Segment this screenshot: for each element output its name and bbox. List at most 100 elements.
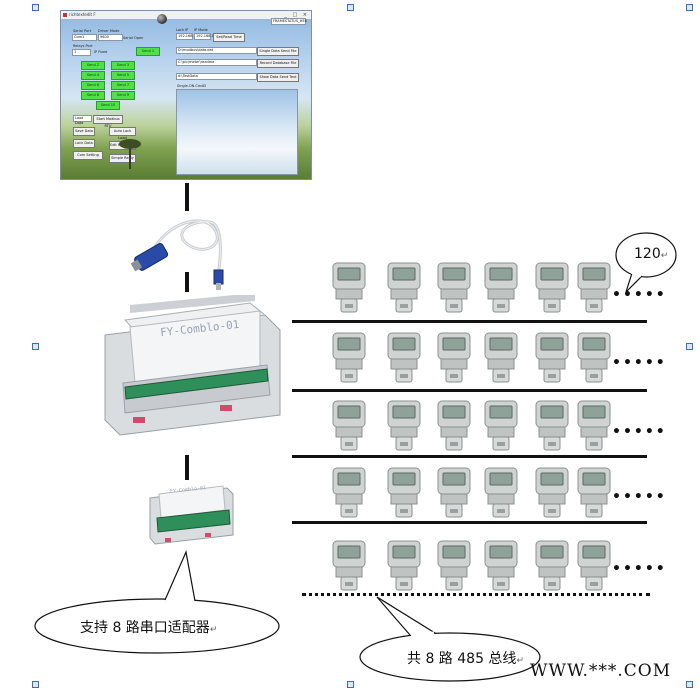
driver-mode-field[interactable]: 9600 <box>98 34 123 41</box>
callout-adapter-bubble <box>34 549 280 654</box>
meter-r4-c4 <box>482 467 520 519</box>
selection-handle-top-center <box>347 4 354 11</box>
meter-r4-c6 <box>575 467 613 519</box>
meter-r3-c1 <box>330 400 368 452</box>
green-button-7[interactable]: Send 7 <box>111 81 135 90</box>
load-data-field[interactable]: Load Data <box>73 115 92 125</box>
meter-r1-c6 <box>575 262 613 314</box>
meter-r3-c3 <box>435 400 473 452</box>
meter-r2-c1 <box>330 332 368 384</box>
tree-canopy <box>119 139 141 149</box>
auto-lock-button[interactable]: Auto Lock Load <box>109 127 136 140</box>
lock-data-button[interactable]: Lock Data <box>73 139 95 148</box>
simple-reply-button[interactable]: Simple Reply <box>109 154 136 163</box>
selection-handle-bottom-left <box>32 681 39 688</box>
meter-r5-c3 <box>435 540 473 592</box>
meter-r2-c2 <box>385 332 423 384</box>
meter-r4-c3 <box>435 467 473 519</box>
label-lock-ip: Lock IP <box>176 28 189 32</box>
text-header: Single.ON.CmdD <box>177 84 207 88</box>
green-button-10[interactable]: Send 10 <box>96 101 120 110</box>
meter-r2-c6 <box>575 332 613 384</box>
meter-r4-c2 <box>385 467 423 519</box>
start-modbus-button[interactable]: Start Modbus RTU <box>93 115 123 128</box>
green-button-2[interactable]: Send 2 <box>81 61 105 70</box>
connector-cable-to-device <box>185 272 189 292</box>
file-path-input-2[interactable]: C:\plc\meter\readme <box>176 59 257 66</box>
callout-bus-text: 共 8 路 485 总线↵ <box>407 648 524 668</box>
output-text-area[interactable] <box>176 89 298 175</box>
meter-r1-c5 <box>533 262 571 314</box>
row-dots-3: ••••• <box>612 424 667 440</box>
bus-line-4 <box>292 521 647 524</box>
meter-r2-c4 <box>482 332 520 384</box>
green-button-6[interactable]: Send 6 <box>81 81 105 90</box>
callout-bus-bubble <box>359 596 541 682</box>
meter-r5-c1 <box>330 540 368 592</box>
meter-r1-c1 <box>330 262 368 314</box>
bus-line-dotted <box>302 593 650 596</box>
green-button-3[interactable]: Send 3 <box>111 61 135 70</box>
meter-r4-c1 <box>330 467 368 519</box>
bus-line-2 <box>292 389 647 392</box>
ip-field-1[interactable]: 192.168.1.100 <box>176 33 204 40</box>
meter-r2-c5 <box>533 332 571 384</box>
relays-port-field[interactable]: 1 <box>72 49 91 56</box>
com-setting-button[interactable]: Com Setting <box>73 151 103 160</box>
return-mark: ↵ <box>516 656 524 666</box>
converter-device-main <box>104 295 281 436</box>
window-controls[interactable]: _ □ × <box>284 12 309 18</box>
return-mark: ↵ <box>660 251 669 261</box>
callout-adapter-text: 支持 8 路串口适配器↵ <box>80 617 217 637</box>
row-dots-4: ••••• <box>612 489 667 505</box>
single-data-send-button[interactable]: Single Data Send File <box>257 47 299 56</box>
label-relays-port: Relays Port <box>73 44 93 48</box>
meter-r1-c3 <box>435 262 473 314</box>
connector-pc-to-cable <box>185 183 189 211</box>
knob-icon <box>157 14 167 24</box>
green-button-5[interactable]: Send 5 <box>111 71 135 80</box>
selection-handle-middle-right <box>686 343 693 350</box>
adapter-label: 支持 8 路串口适配器 <box>80 620 210 636</box>
selection-handle-top-left <box>32 4 39 11</box>
bus-line-1 <box>292 320 647 323</box>
meter-r2-c3 <box>435 332 473 384</box>
meter-r1-c2 <box>385 262 423 314</box>
meter-r3-c5 <box>533 400 571 452</box>
serial-port-field[interactable]: Com1 <box>72 34 97 41</box>
tree-trunk <box>129 147 131 169</box>
show-data-send-button[interactable]: Show Data Send Text <box>257 73 299 82</box>
app-icon <box>63 13 67 17</box>
green-button-9[interactable]: Send 9 <box>111 91 135 100</box>
green-button-8[interactable]: Send 8 <box>81 91 105 100</box>
label-ip-mode: IP Mode <box>194 28 208 32</box>
bus-label: 共 8 路 485 总线 <box>407 651 517 667</box>
connector-device-to-small <box>185 455 189 480</box>
meter-r3-c4 <box>482 400 520 452</box>
bus-line-3 <box>292 455 647 458</box>
ip-field-2[interactable]: 192.168.1.1 <box>194 33 218 40</box>
set-read-time-button[interactable]: Set/Read Time <box>213 33 245 42</box>
file-path-input-3[interactable]: d:\TestData <box>176 73 257 80</box>
meter-r3-c2 <box>385 400 423 452</box>
callout-120-bubble <box>615 232 677 293</box>
status-hex-field[interactable]: FRAMESTATUS_HEX <box>271 18 308 25</box>
meter-r4-c5 <box>533 467 571 519</box>
selection-handle-bottom-center <box>347 681 354 688</box>
file-path-input-1[interactable]: D:\modbus\data.dat <box>176 47 257 54</box>
green-button-4[interactable]: Send 4 <box>81 71 105 80</box>
green-button-1[interactable]: Send 1 <box>136 47 160 56</box>
meter-r3-c6 <box>575 400 613 452</box>
software-window: richtextedit F _ □ × Serial Port Driver … <box>60 10 312 180</box>
meter-r5-c2 <box>385 540 423 592</box>
save-data-button[interactable]: Save Data <box>73 127 95 136</box>
dialog-read-button[interactable]: Record Database File <box>257 59 299 68</box>
selection-handle-bottom-right <box>686 681 693 688</box>
meter-r1-c4 <box>482 262 520 314</box>
resistor-value: 120 <box>634 246 661 262</box>
label-serial-port: Serial Port <box>73 29 91 33</box>
label-serial-open: Serial Open <box>123 36 144 40</box>
meter-r5-c4 <box>482 540 520 592</box>
watermark-text: WWW.***.COM <box>530 661 672 681</box>
row-dots-1: ••••• <box>612 287 667 303</box>
